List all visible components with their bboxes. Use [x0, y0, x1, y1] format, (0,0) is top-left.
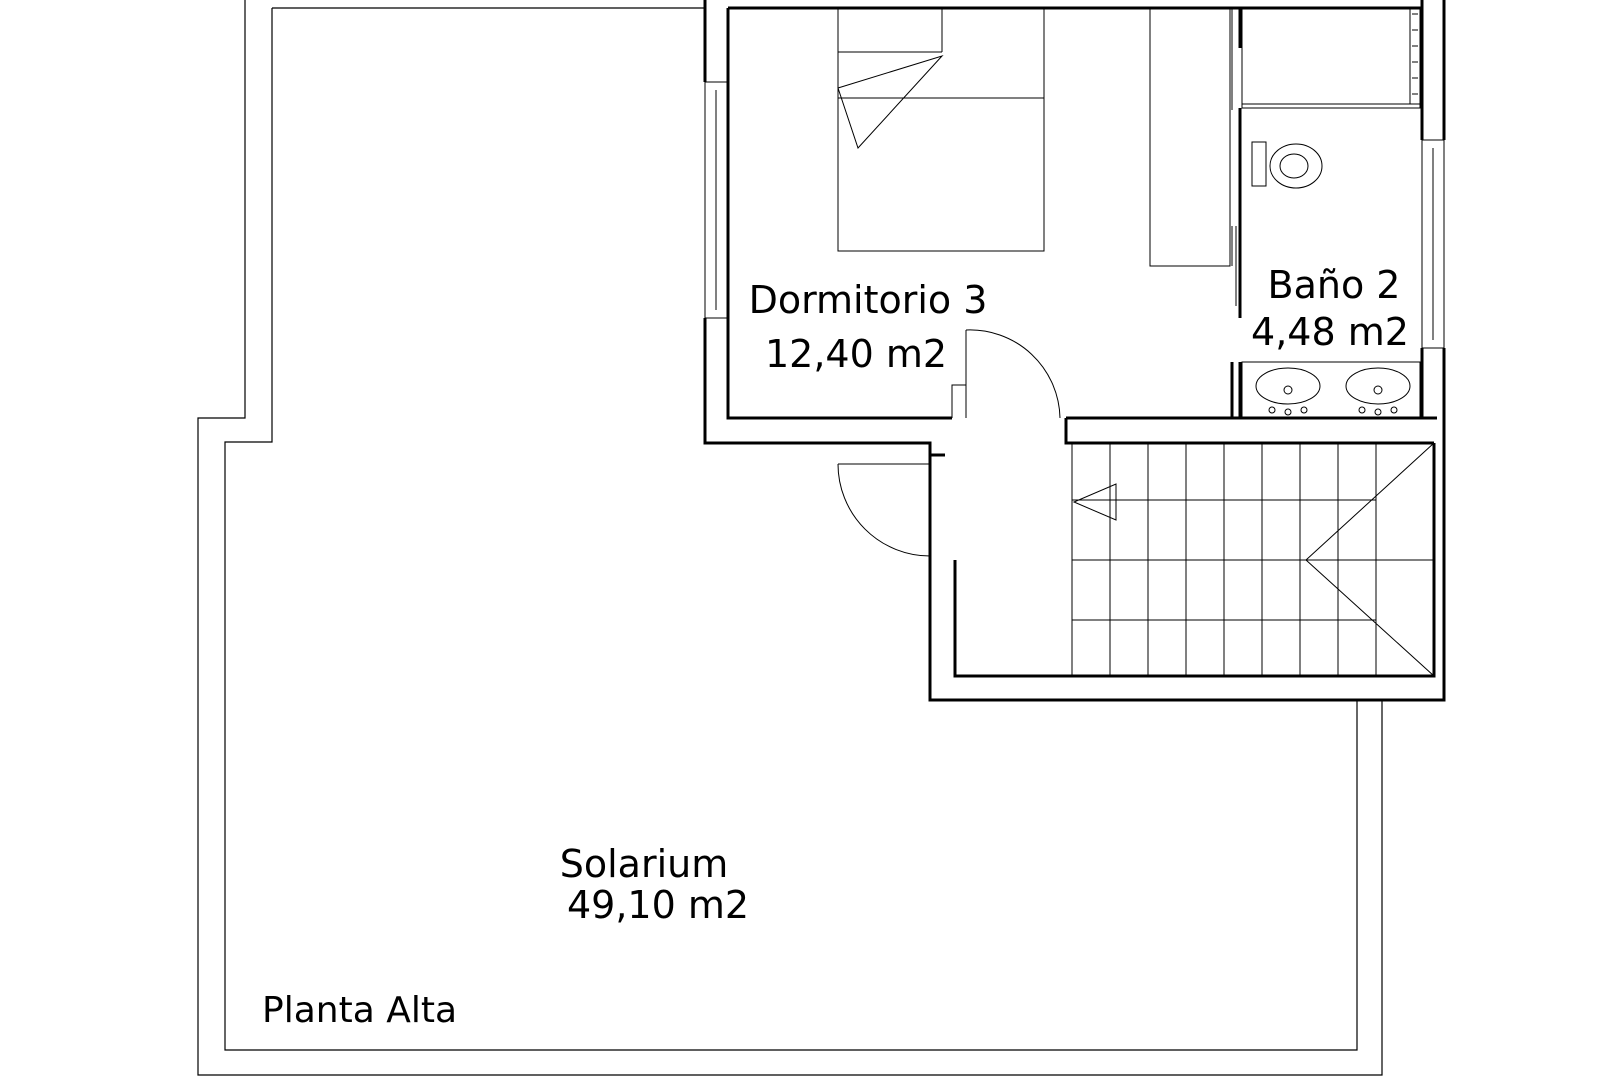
bathroom-name: Baño 2	[1268, 263, 1401, 307]
bedroom-area: 12,40 m2	[765, 332, 947, 376]
shower-tray	[1241, 7, 1421, 109]
bedroom-door	[965, 329, 1061, 419]
wardrobe-furniture	[1149, 7, 1233, 267]
solarium-name: Solarium	[560, 842, 729, 886]
floor-label: Planta Alta	[262, 990, 457, 1031]
solarium-outline	[197, 0, 1383, 1076]
toilet-fixture	[1251, 141, 1323, 189]
bed-furniture	[837, 7, 1045, 252]
bedroom-name: Dormitorio 3	[749, 278, 988, 322]
solarium-area: 49,10 m2	[567, 883, 749, 927]
bathroom-area: 4,48 m2	[1251, 310, 1409, 354]
double-sink	[1241, 361, 1421, 419]
staircase	[1071, 442, 1435, 677]
terrace-door	[837, 463, 931, 557]
